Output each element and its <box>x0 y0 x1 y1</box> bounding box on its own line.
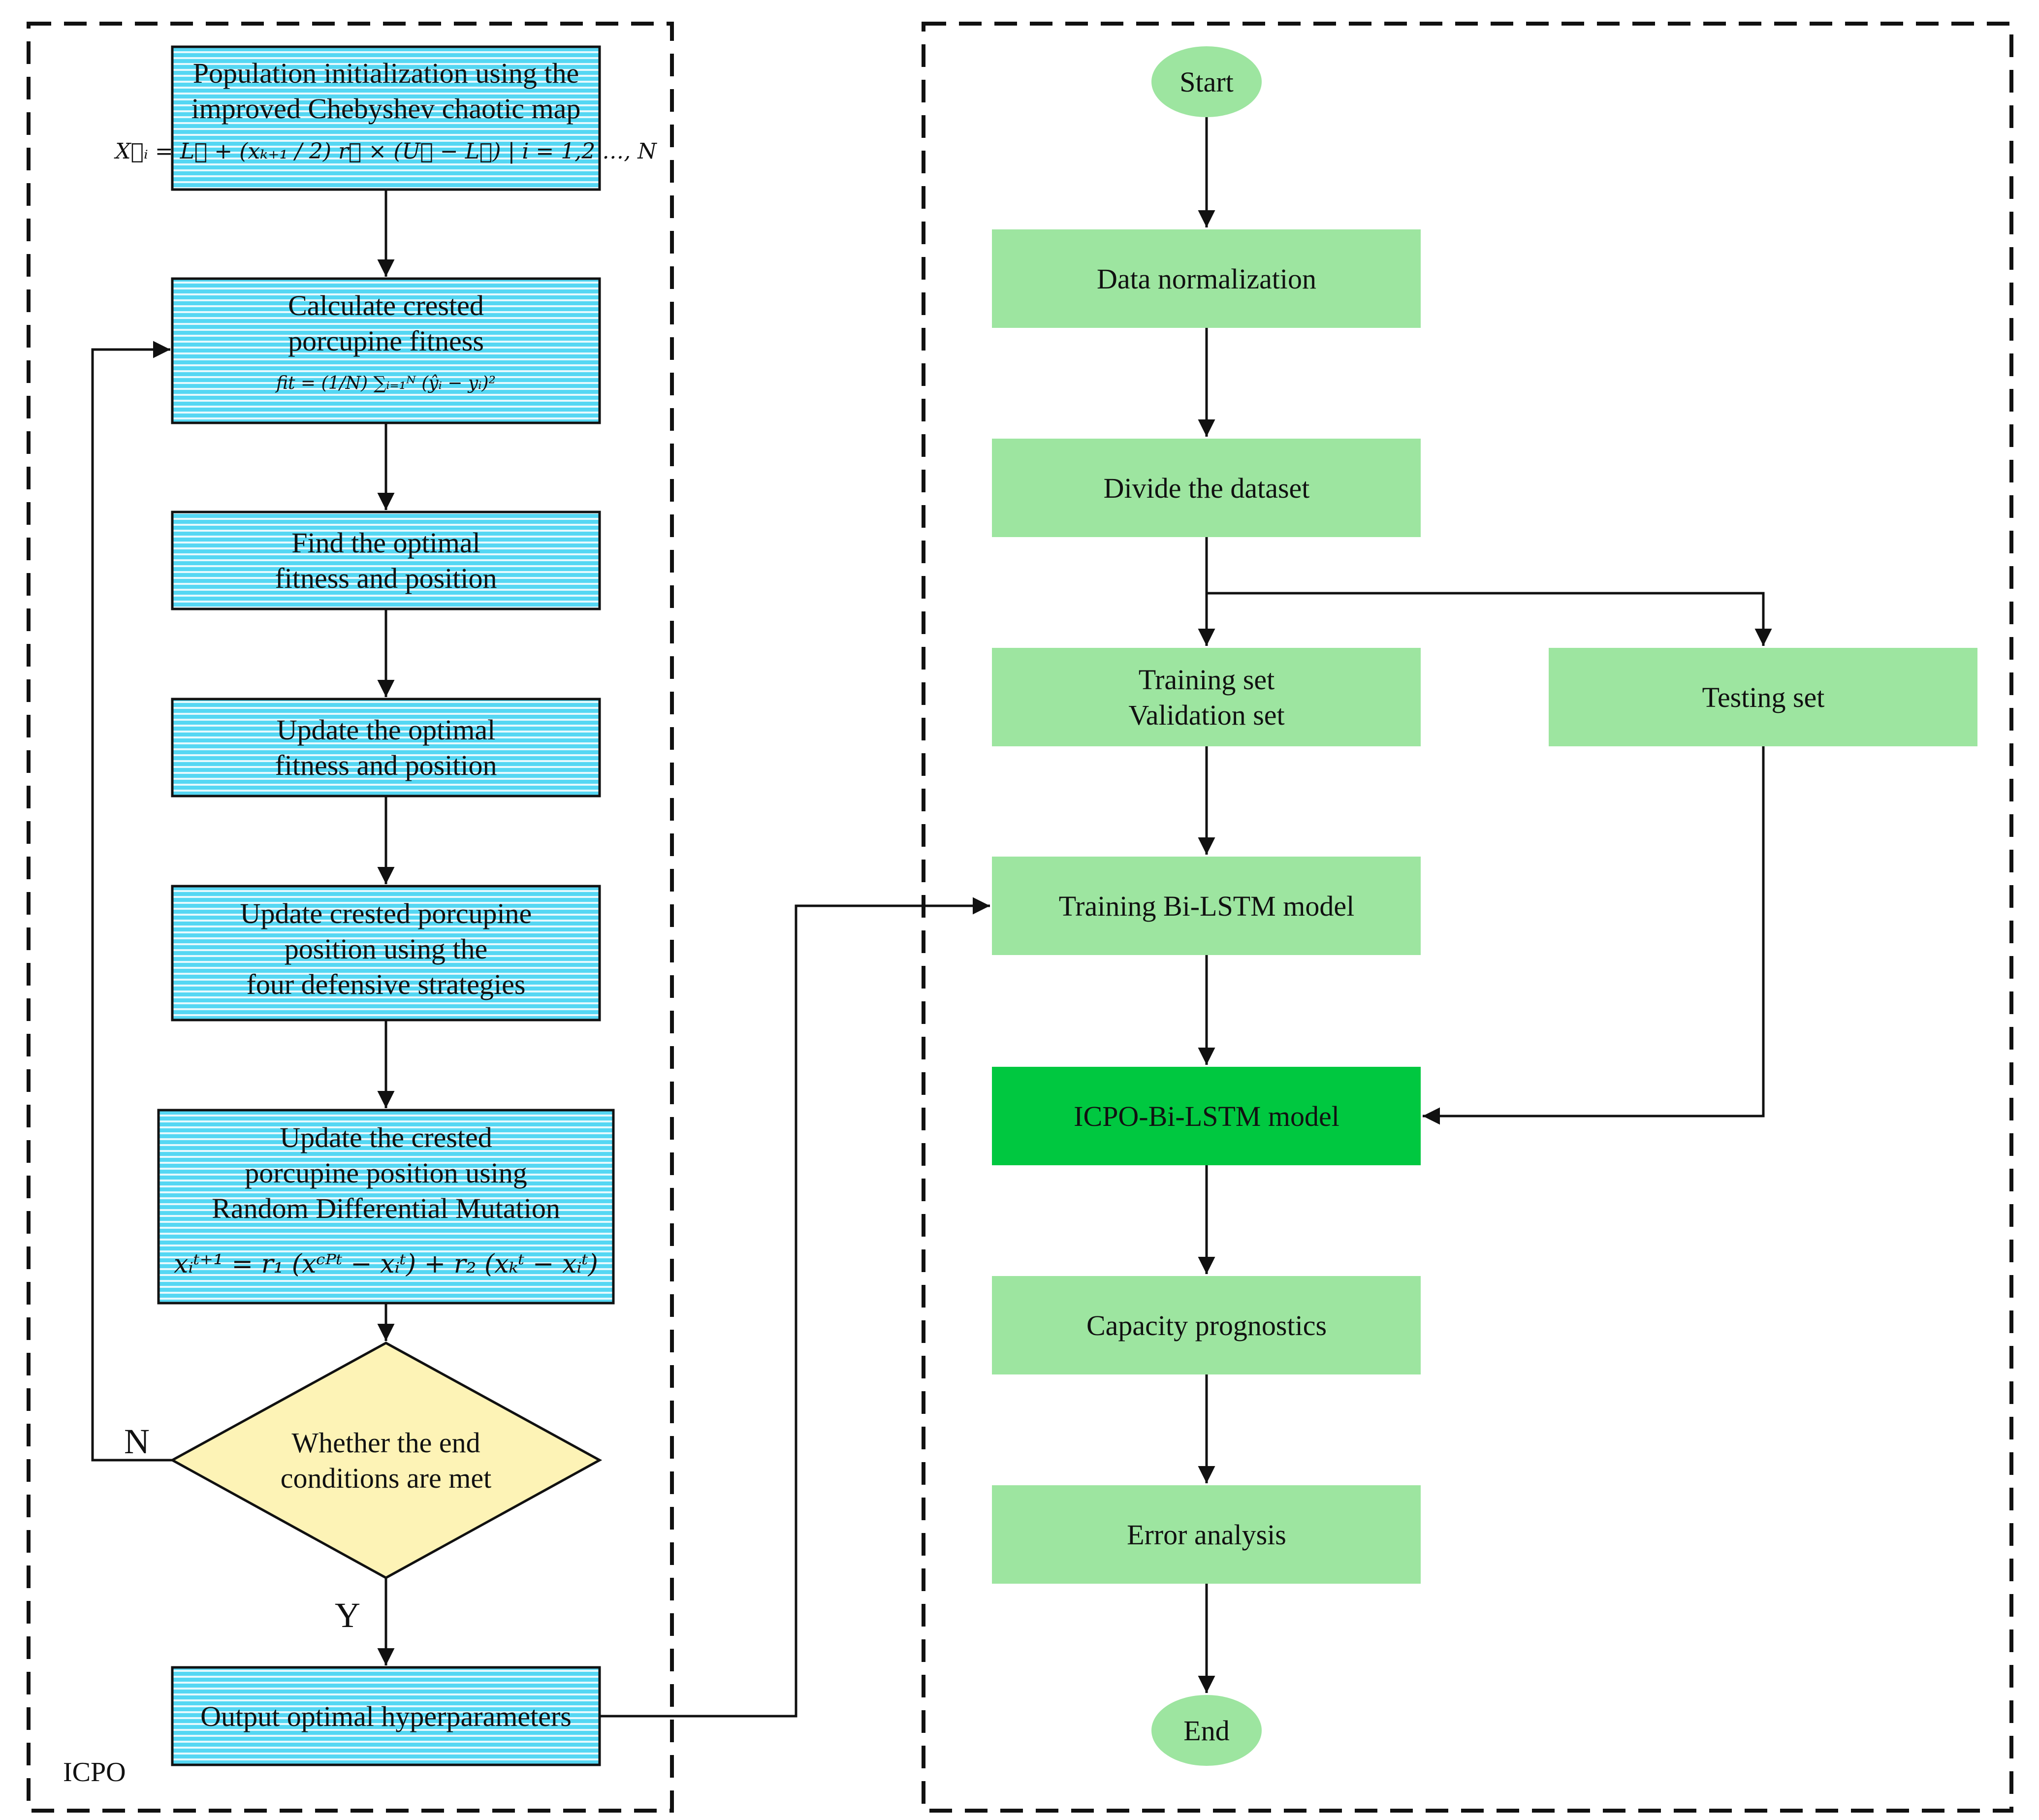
data-normalization-box: Data normalization <box>992 229 1421 328</box>
testing-set-label: Testing set <box>1702 681 1825 713</box>
find-optimal-box: Find the optimal fitness and position <box>171 511 601 610</box>
arrow-divide-to-testing-set <box>1207 592 1772 646</box>
update-position-box: Update crested porcupine position using … <box>171 885 601 1022</box>
right-connectors <box>1198 117 1772 1693</box>
init-line-1: Population initialization using the <box>193 57 579 89</box>
training-model-label: Training Bi-LSTM model <box>1059 890 1354 922</box>
icpo-panel-label: ICPO <box>63 1757 126 1788</box>
yes-label: Y <box>335 1596 360 1635</box>
divide-dataset-label: Divide the dataset <box>1104 472 1310 504</box>
decision-line-1: Whether the end <box>291 1427 480 1459</box>
init-box: Population initialization using the impr… <box>114 45 657 191</box>
find-optimal-line-1: Find the optimal <box>291 527 480 559</box>
mutation-box: Update the crested porcupine position us… <box>157 1109 615 1305</box>
fitness-line-2: porcupine fitness <box>288 325 484 357</box>
training-set-box: Training set Validation set <box>992 648 1421 746</box>
init-line-2: improved Chebyshev chaotic map <box>191 93 581 125</box>
icpo-model-label: ICPO-Bi-LSTM model <box>1074 1100 1339 1132</box>
mutation-line-2: porcupine position using <box>245 1157 527 1189</box>
divide-dataset-box: Divide the dataset <box>992 439 1421 537</box>
left-connectors <box>91 190 990 1718</box>
mutation-formula: xᵢᵗ⁺¹ = r₁ (xᶜᴾᵗ − xᵢᵗ) + r₂ (xₖᵗ − xᵢᵗ) <box>174 1249 598 1279</box>
error-analysis-label: Error analysis <box>1127 1519 1286 1551</box>
decision-line-2: conditions are met <box>281 1462 491 1494</box>
update-optimal-box: Update the optimal fitness and position <box>171 698 601 798</box>
decision-diamond: Whether the end conditions are met <box>169 1341 603 1579</box>
no-label: N <box>124 1422 150 1461</box>
icpo-panel <box>27 22 674 1813</box>
mutation-line-3: Random Differential Mutation <box>212 1192 560 1224</box>
init-formula: X⃗ᵢ = L⃗ + (xₖ₊₁ / 2) r⃗ × (U⃗ − L⃗) | i… <box>114 139 657 164</box>
update-optimal-line-1: Update the optimal <box>277 714 496 746</box>
error-analysis-box: Error analysis <box>992 1485 1421 1584</box>
model-panel <box>922 22 2013 1813</box>
data-normalization-label: Data normalization <box>1097 263 1316 295</box>
testing-set-box: Testing set <box>1549 648 1977 746</box>
capacity-label: Capacity prognostics <box>1086 1309 1327 1341</box>
arrow-testing-set-to-icpo-model <box>1423 746 1765 1125</box>
end-label: End <box>1183 1715 1229 1747</box>
update-position-line-3: four defensive strategies <box>247 968 526 1000</box>
arrow-output-to-training <box>600 897 990 1718</box>
capacity-box: Capacity prognostics <box>992 1276 1421 1374</box>
end-terminal: End <box>1151 1695 1262 1766</box>
update-position-line-1: Update crested porcupine <box>240 897 532 929</box>
start-label: Start <box>1179 66 1234 98</box>
validation-set-label: Validation set <box>1128 699 1284 731</box>
fitness-box: Calculate crested porcupine fitness fit … <box>171 277 601 424</box>
fitness-line-1: Calculate crested <box>288 289 484 321</box>
training-set-label: Training set <box>1139 664 1275 696</box>
training-model-box: Training Bi-LSTM model <box>992 857 1421 955</box>
output-line-1: Output optimal hyperparameters <box>200 1700 572 1732</box>
loop-no-to-fitness <box>91 341 172 1462</box>
mutation-line-1: Update the crested <box>280 1121 492 1153</box>
fitness-formula: fit = (1/N) ∑ᵢ₌₁ᴺ (ŷᵢ − yᵢ)² <box>275 373 496 393</box>
icpo-model-box: ICPO-Bi-LSTM model <box>992 1067 1421 1165</box>
find-optimal-line-2: fitness and position <box>275 562 497 594</box>
output-box: Output optimal hyperparameters <box>171 1666 601 1766</box>
start-terminal: Start <box>1151 46 1262 117</box>
update-position-line-2: position using the <box>285 933 487 965</box>
update-optimal-line-2: fitness and position <box>275 749 497 781</box>
